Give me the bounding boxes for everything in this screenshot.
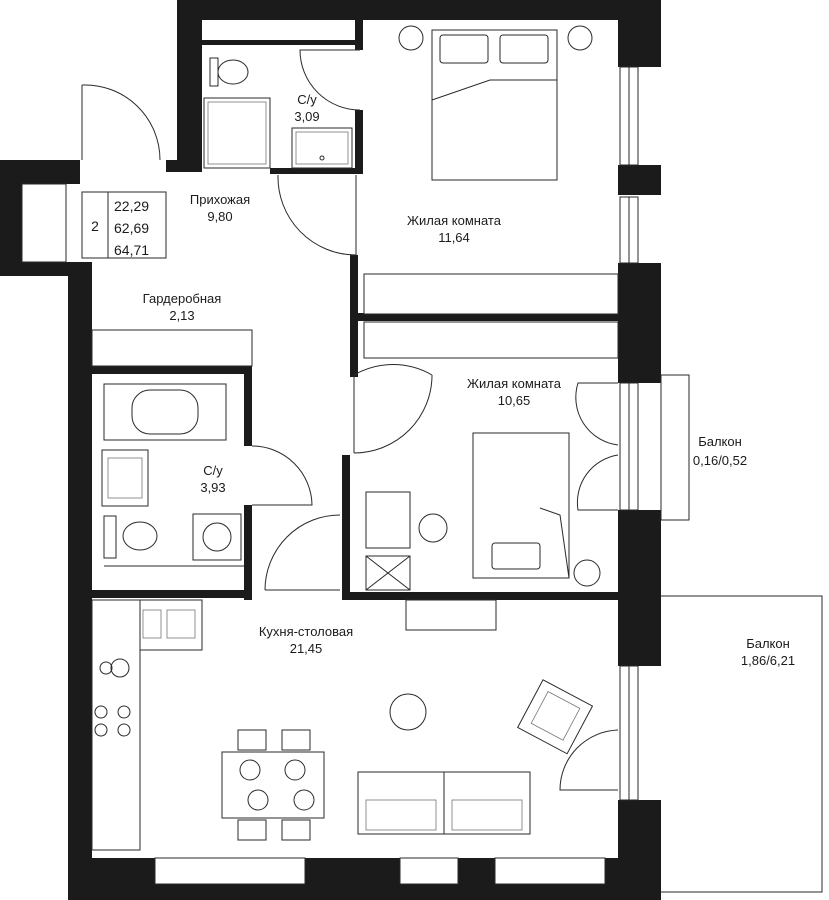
bathroom-top-area: 3,09: [294, 109, 319, 124]
bedroom-1-area: 11,64: [438, 230, 470, 245]
windows: [619, 66, 639, 801]
living-area: 22,29: [114, 198, 149, 214]
room-labels: С/у 3,09 Прихожая 9,80 Жилая комната 11,…: [143, 92, 795, 668]
rooms-count: 2: [91, 218, 99, 234]
bedroom-1-name: Жилая комната: [407, 213, 502, 228]
balcony-large-name: Балкон: [746, 636, 790, 651]
bathroom-bottom-area: 3,93: [200, 480, 225, 495]
hall-name: Прихожая: [190, 192, 250, 207]
hall-area: 9,80: [207, 209, 232, 224]
wardrobe-area: 2,13: [169, 308, 194, 323]
bedroom-2-name: Жилая комната: [467, 376, 562, 391]
balcony-small-name: Балкон: [698, 434, 742, 449]
bathroom-top-name: С/у: [297, 92, 317, 107]
kitchen-area: 21,45: [290, 641, 323, 656]
summary-table: 2 22,29 62,69 64,71: [81, 191, 167, 259]
bedroom-2-area: 10,65: [498, 393, 531, 408]
balcony-small-area: 0,16/0,52: [693, 453, 747, 468]
walls: [0, 0, 661, 900]
bathroom-bottom-name: С/у: [203, 463, 223, 478]
area-with-balconies: 64,71: [114, 242, 149, 258]
wardrobe-name: Гардеробная: [143, 291, 222, 306]
furniture: [21, 25, 619, 851]
balconies: [660, 374, 823, 893]
doors: [81, 49, 619, 791]
kitchen-name: Кухня-столовая: [259, 624, 353, 639]
balcony-large-area: 1,86/6,21: [741, 653, 795, 668]
total-area: 62,69: [114, 220, 149, 236]
